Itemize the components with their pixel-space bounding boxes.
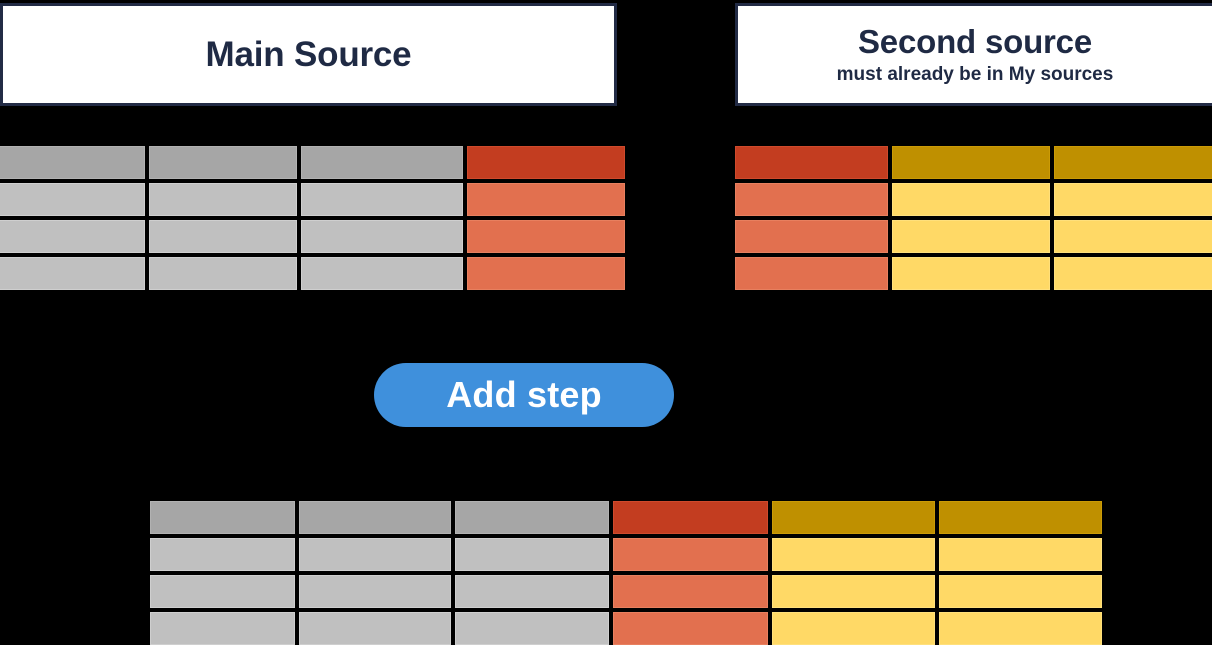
result-cell (939, 612, 1102, 645)
result-cell (299, 575, 451, 608)
second-source-header-cell (735, 146, 888, 179)
second-source-cell (892, 220, 1050, 253)
main-source-cell (301, 183, 463, 216)
main-source-title: Main Source (205, 34, 412, 74)
main-source-cell (467, 183, 625, 216)
second-source-table (735, 146, 1212, 290)
result-cell (772, 538, 935, 571)
result-cell (150, 612, 295, 645)
main-source-header-cell (467, 146, 625, 179)
result-cell (455, 612, 609, 645)
main-source-cell (0, 220, 145, 253)
result-header-cell (299, 501, 451, 534)
result-cell (772, 612, 935, 645)
main-source-card: Main Source (0, 3, 617, 106)
main-source-table (0, 146, 625, 290)
second-source-cell (735, 257, 888, 290)
main-source-cell (0, 257, 145, 290)
second-source-title: Second source (858, 22, 1092, 60)
result-cell (939, 538, 1102, 571)
result-cell (455, 575, 609, 608)
second-source-header-cell (892, 146, 1050, 179)
main-source-header-cell (149, 146, 297, 179)
result-cell (150, 538, 295, 571)
result-cell (772, 575, 935, 608)
second-source-cell (892, 257, 1050, 290)
main-source-cell (149, 183, 297, 216)
main-source-cell (0, 183, 145, 216)
second-source-subtitle: must already be in My sources (836, 63, 1114, 85)
result-cell (150, 575, 295, 608)
second-source-cell (1054, 257, 1212, 290)
result-header-cell (455, 501, 609, 534)
main-source-cell (149, 220, 297, 253)
result-header-cell (613, 501, 768, 534)
main-source-cell (301, 220, 463, 253)
main-source-cell (149, 257, 297, 290)
second-source-cell (1054, 183, 1212, 216)
result-header-cell (772, 501, 935, 534)
result-cell (613, 575, 768, 608)
result-table (150, 501, 1102, 645)
second-source-cell (1054, 220, 1212, 253)
result-cell (613, 538, 768, 571)
second-source-header-cell (1054, 146, 1212, 179)
result-header-cell (939, 501, 1102, 534)
result-cell (299, 538, 451, 571)
result-cell (299, 612, 451, 645)
second-source-cell (735, 220, 888, 253)
result-header-cell (150, 501, 295, 534)
result-cell (613, 612, 768, 645)
main-source-cell (301, 257, 463, 290)
second-source-card: Second source must already be in My sour… (735, 3, 1212, 106)
main-source-header-cell (0, 146, 145, 179)
main-source-header-cell (301, 146, 463, 179)
second-source-cell (892, 183, 1050, 216)
main-source-cell (467, 220, 625, 253)
result-cell (455, 538, 609, 571)
result-cell (939, 575, 1102, 608)
add-step-button[interactable]: Add step (374, 363, 674, 427)
main-source-cell (467, 257, 625, 290)
second-source-cell (735, 183, 888, 216)
